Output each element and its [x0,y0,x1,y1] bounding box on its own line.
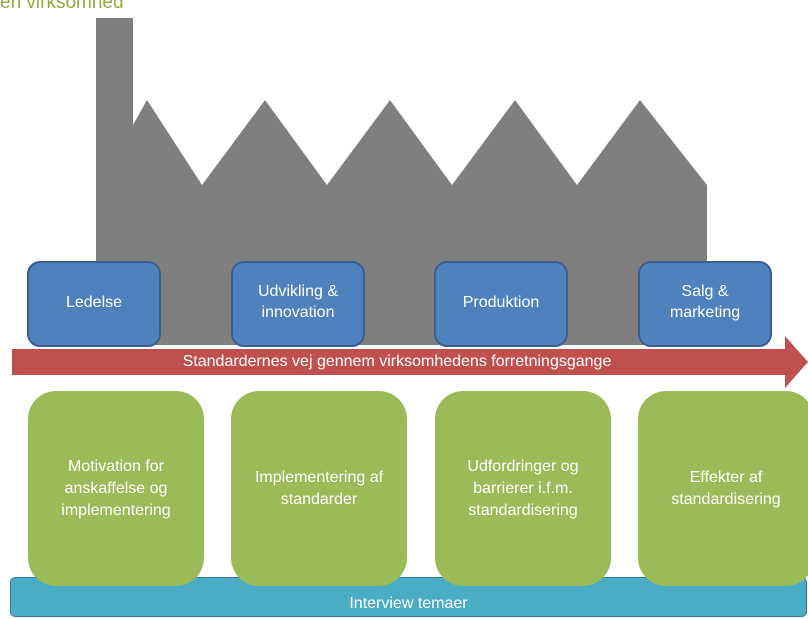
theme-box-motivation: Motivation for anskaffelse og implemente… [28,391,204,586]
process-arrow [12,336,808,388]
theme-box-implementation: Implementering af standarder [231,391,407,586]
department-box-sales: Salg & marketing [638,261,772,347]
department-box-production: Produktion [434,261,568,347]
process-arrow-label: Standardernes vej gennem virksomhedens f… [182,353,612,370]
department-box-management: Ledelse [27,261,161,347]
department-box-development: Udvikling & innovation [231,261,365,347]
theme-box-challenges: Udfordringer og barrierer i.f.m. standar… [435,391,611,586]
theme-box-effects: Effekter af standardisering [638,391,808,586]
diagram-title: en virksomhed [0,0,124,13]
